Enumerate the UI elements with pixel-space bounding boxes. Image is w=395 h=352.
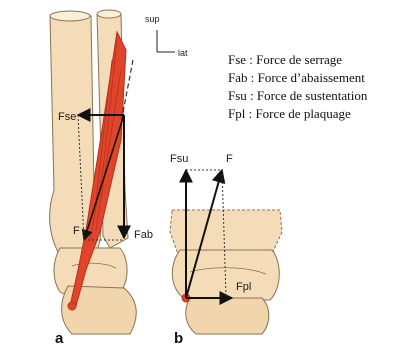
orientation-side-label: lat	[178, 48, 188, 58]
orientation-up-label: sup	[145, 14, 160, 24]
fse-label: Fse	[58, 111, 76, 123]
fsu-label: Fsu	[170, 153, 188, 165]
orientation-indicator: sup lat	[145, 14, 188, 58]
panel-a-label: a	[55, 330, 64, 347]
legend-item-fpl: Fpl : Force de plaquage	[228, 106, 351, 121]
fab-label: Fab	[134, 229, 153, 241]
legend-item-fsu: Fsu : Force de sustentation	[228, 88, 368, 103]
legend: Fse : Force de serrage Fab : Force d’aba…	[228, 52, 368, 121]
panel-b-label: b	[174, 330, 183, 347]
legend-item-fse: Fse : Force de serrage	[228, 52, 342, 67]
legend-item-fab: Fab : Force d’abaissement	[228, 70, 365, 85]
fpl-label: Fpl	[236, 281, 251, 293]
f-label-b: F	[226, 153, 233, 165]
tendon-insertion-point	[68, 302, 76, 310]
f-label-a: F	[73, 225, 80, 237]
foot-bones-a	[54, 248, 136, 334]
